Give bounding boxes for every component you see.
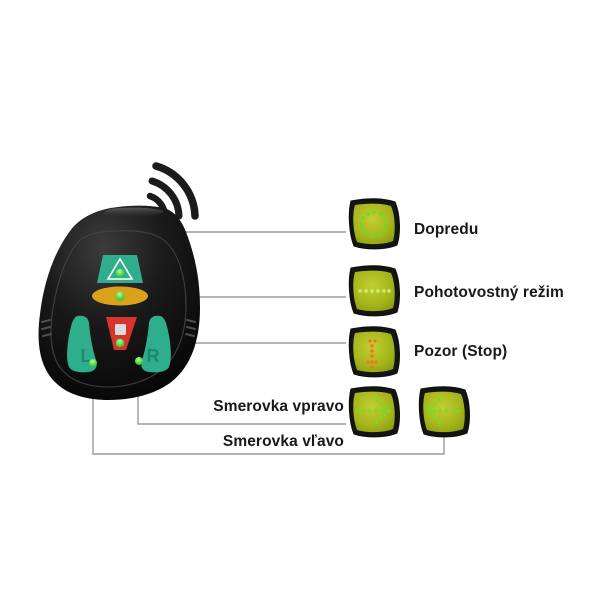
led-panel-left-indicator[interactable] [418, 386, 470, 438]
right-turn-button-led [135, 357, 143, 365]
led-panel-right-indicator[interactable] [348, 386, 400, 438]
led-pattern-ring [359, 210, 388, 238]
led-panel-standby[interactable] [348, 265, 400, 317]
left-turn-button-shape [67, 315, 97, 373]
forward-button[interactable] [97, 255, 143, 283]
right-turn-button-shape [141, 315, 171, 373]
right-turn-button[interactable]: R [135, 315, 171, 373]
led-panel-forward[interactable] [348, 198, 400, 250]
forward-button-led [115, 268, 125, 278]
remote-top-gloss [104, 207, 164, 218]
left-turn-button-led [89, 359, 97, 367]
remote-grip-right [185, 319, 196, 337]
standby-button-led [115, 291, 125, 301]
led-pattern-arrow-right [356, 398, 390, 424]
left-turn-button[interactable]: L [67, 315, 97, 373]
led-panel-right-face [353, 391, 395, 433]
remote-grip-left [41, 319, 52, 337]
led-pattern-arrow-left [426, 398, 460, 424]
led-pattern-exclamation [366, 339, 378, 369]
triangle-up-icon [106, 257, 134, 280]
remote-body[interactable]: L R [38, 205, 200, 400]
legend-label-right-indicator: Smerovka vpravo [213, 398, 344, 415]
signal-arc-middle [148, 177, 183, 220]
led-panel-forward-face [353, 203, 395, 245]
square-icon [115, 324, 126, 335]
leader-line-left-indicator [92, 369, 445, 455]
remote-faceplate-outline [50, 230, 187, 388]
led-panel-stop[interactable] [348, 326, 400, 378]
legend-label-left-indicator: Smerovka vľavo [222, 433, 344, 450]
signal-arc-outer [152, 162, 199, 220]
legend-label-stop: Pozor (Stop) [414, 343, 508, 360]
right-turn-button-label: R [147, 346, 160, 366]
stop-button-led [115, 338, 125, 348]
led-panel-left-face [423, 391, 465, 433]
left-turn-button-label: L [81, 346, 92, 366]
led-pattern-dash-row [358, 289, 391, 293]
led-panel-standby-face [353, 270, 395, 312]
legend-label-standby: Pohotovostný režim [414, 284, 564, 301]
led-panel-stop-face [353, 331, 395, 373]
stop-button[interactable] [106, 317, 137, 350]
legend-label-forward: Dopredu [414, 221, 479, 238]
standby-button[interactable] [92, 286, 148, 306]
